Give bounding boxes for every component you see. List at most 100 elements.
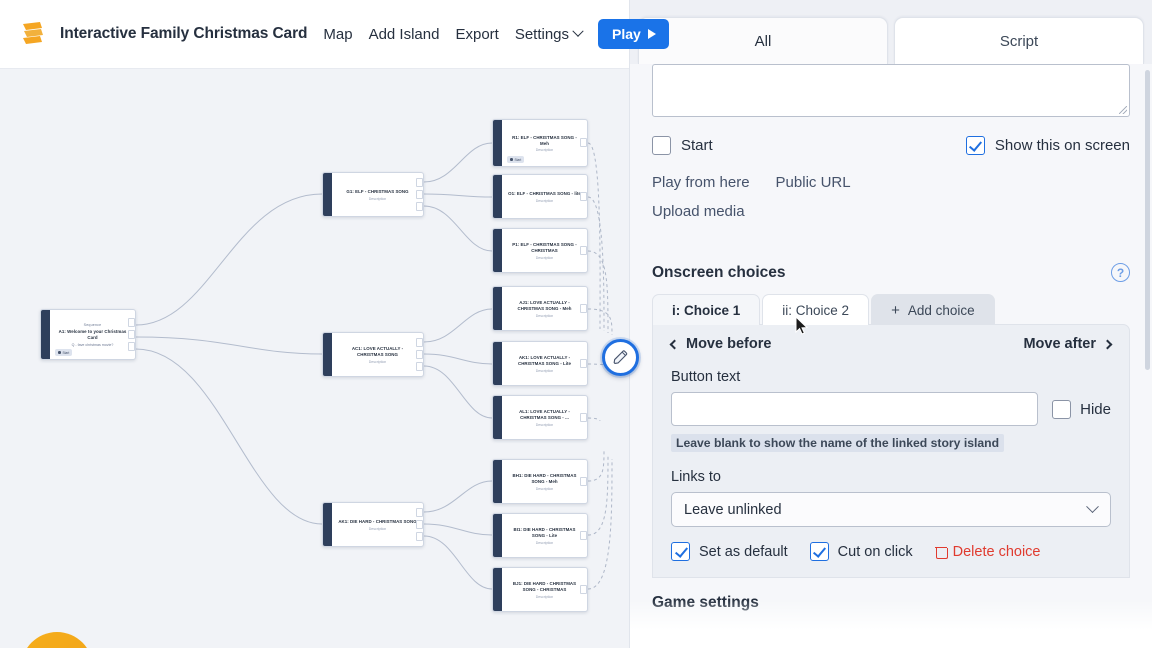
node-a1[interactable]: Sequence A1: Welcome to your Christmas C…	[40, 309, 136, 360]
tab-choice-2[interactable]: ii: Choice 2	[762, 294, 870, 325]
tab-choice-1[interactable]: i: Choice 1	[652, 294, 761, 325]
node-port[interactable]	[416, 520, 423, 529]
set-as-default-checkbox-box[interactable]	[671, 542, 690, 561]
menu-item-settings[interactable]: Settings	[515, 26, 584, 43]
node-title: R1: ELF - CHRISTMAS SONG - Meh	[512, 134, 577, 146]
node-question: Q - fave christmas movie?	[71, 343, 114, 348]
node-output-ports[interactable]	[580, 175, 587, 218]
node-output-ports[interactable]	[580, 287, 587, 330]
node-output-ports[interactable]	[580, 229, 587, 272]
cut-on-click-label: Cut on click	[837, 543, 913, 560]
start-checkbox-box[interactable]	[652, 136, 671, 155]
show-on-screen-checkbox[interactable]: Show this on screen	[965, 136, 1130, 155]
tab-all[interactable]: All	[638, 17, 888, 64]
play-button[interactable]: Play	[598, 19, 669, 49]
node-sequence-label: Sequence	[83, 322, 102, 327]
node-port[interactable]	[580, 585, 587, 594]
node-description: Description	[368, 359, 387, 364]
play-from-here-link[interactable]: Play from here	[652, 174, 750, 191]
node-p1[interactable]: P1: ELF - CHRISTMAS SONG - CHRISTMAS Des…	[492, 228, 588, 273]
node-al1[interactable]: AL1: LOVE ACTUALLY - CHRISTMAS SONG - ..…	[492, 395, 588, 440]
node-ak3[interactable]: AK1: LOVE ACTUALLY - CHRISTMAS SONG - Li…	[492, 341, 588, 386]
node-port[interactable]	[416, 202, 423, 211]
node-output-ports[interactable]	[416, 503, 423, 546]
node-port[interactable]	[580, 359, 587, 368]
description-textarea[interactable]	[653, 65, 1129, 116]
node-port[interactable]	[416, 362, 423, 371]
node-output-ports[interactable]	[416, 173, 423, 216]
description-textarea-wrapper[interactable]	[652, 64, 1130, 117]
node-port[interactable]	[128, 318, 135, 327]
add-node-button[interactable]	[21, 632, 93, 648]
game-settings-title: Game settings	[652, 594, 759, 611]
show-on-screen-checkbox-box[interactable]	[965, 136, 985, 155]
cut-on-click-checkbox-box[interactable]	[809, 542, 829, 561]
node-body: AL1: LOVE ACTUALLY - CHRISTMAS SONG - ..…	[502, 396, 587, 439]
links-to-label: Links to	[671, 469, 721, 485]
node-output-ports[interactable]	[580, 460, 587, 503]
node-g1[interactable]: G1: ELF - CHRISTMAS SONG Description	[322, 172, 424, 217]
node-body: BI1: DIE HARD - CHRISTMAS SONG - Lite De…	[502, 514, 587, 557]
node-port[interactable]	[416, 350, 423, 359]
hide-checkbox-box[interactable]	[1052, 399, 1072, 419]
move-after-button[interactable]: Move after	[1023, 336, 1113, 352]
menu-item-add-island[interactable]: Add Island	[368, 25, 440, 43]
public-url-link[interactable]: Public URL	[775, 174, 851, 191]
node-port[interactable]	[580, 138, 587, 147]
node-ac1[interactable]: AC1: LOVE ACTUALLY - CHRISTMAS SONG Desc…	[322, 332, 424, 377]
set-as-default-checkbox[interactable]: Set as default	[671, 542, 788, 561]
node-port[interactable]	[580, 477, 587, 486]
start-dot-icon	[510, 158, 513, 161]
node-bi1[interactable]: BI1: DIE HARD - CHRISTMAS SONG - Lite De…	[492, 513, 588, 558]
node-port[interactable]	[580, 304, 587, 313]
node-spine	[493, 287, 502, 330]
node-description: Description	[535, 486, 554, 491]
resize-grip-icon[interactable]	[1119, 106, 1127, 114]
tab-script[interactable]: Script	[894, 17, 1144, 64]
story-map-canvas[interactable]: Sequence A1: Welcome to your Christmas C…	[0, 69, 629, 648]
cut-on-click-checkbox[interactable]: Cut on click	[809, 542, 913, 561]
start-checkbox[interactable]: Start	[652, 136, 713, 155]
move-row: Move before Move after	[669, 336, 1113, 352]
node-output-ports[interactable]	[416, 333, 423, 376]
node-r1[interactable]: R1: ELF - CHRISTMAS SONG - Meh Descripti…	[492, 119, 588, 167]
twine-logo-icon[interactable]	[16, 17, 50, 51]
node-port[interactable]	[580, 413, 587, 422]
inspector-panel: All Script Start Show this on screen Pla…	[629, 0, 1152, 648]
node-port[interactable]	[416, 338, 423, 347]
node-port[interactable]	[416, 508, 423, 517]
edit-node-badge[interactable]	[602, 339, 639, 376]
add-choice-button[interactable]: + Add choice	[871, 294, 995, 325]
menu-item-export[interactable]: Export	[455, 25, 499, 43]
node-port[interactable]	[580, 246, 587, 255]
delete-choice-button[interactable]: Delete choice	[934, 544, 1040, 560]
node-spine	[493, 342, 502, 385]
node-aj1[interactable]: AJ1: LOVE ACTUALLY - CHRISTMAS SONG - Me…	[492, 286, 588, 331]
node-output-ports[interactable]	[580, 568, 587, 611]
node-output-ports[interactable]	[128, 310, 135, 359]
node-port[interactable]	[580, 192, 587, 201]
node-output-ports[interactable]	[580, 342, 587, 385]
node-bh1[interactable]: BH1: DIE HARD - CHRISTMAS SONG - Meh Des…	[492, 459, 588, 504]
node-port[interactable]	[128, 330, 135, 339]
help-circle-icon[interactable]: ?	[1111, 263, 1130, 282]
node-port[interactable]	[580, 531, 587, 540]
hide-checkbox[interactable]: Hide	[1052, 399, 1111, 419]
links-to-select[interactable]: Leave unlinked	[671, 492, 1111, 527]
node-port[interactable]	[416, 190, 423, 199]
node-ak1[interactable]: AK1: DIE HARD - CHRISTMAS SONG Descripti…	[322, 502, 424, 547]
move-before-button[interactable]: Move before	[669, 336, 771, 352]
node-output-ports[interactable]	[580, 396, 587, 439]
node-port[interactable]	[416, 532, 423, 541]
node-o1[interactable]: O1: ELF - CHRISTMAS SONG - lite Descript…	[492, 174, 588, 219]
upload-media-link[interactable]: Upload media	[652, 203, 745, 220]
menu-item-map[interactable]: Map	[323, 25, 353, 43]
button-text-input[interactable]	[671, 392, 1039, 426]
node-output-ports[interactable]	[580, 514, 587, 557]
node-output-ports[interactable]	[580, 120, 587, 166]
node-bj1[interactable]: BJ1: DIE HARD - CHRISTMAS SONG - CHRISTM…	[492, 567, 588, 612]
play-button-label: Play	[612, 26, 641, 42]
node-port[interactable]	[416, 178, 423, 187]
panel-scrollbar[interactable]	[1145, 70, 1150, 370]
node-port[interactable]	[128, 342, 135, 351]
